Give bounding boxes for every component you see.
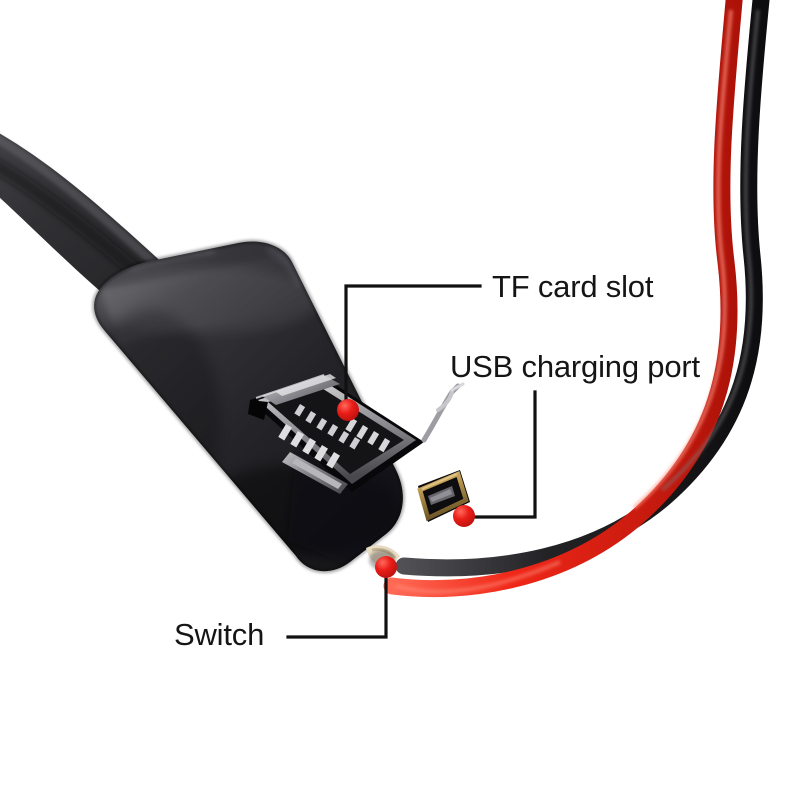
marker-tf-card-slot bbox=[337, 399, 359, 421]
leader-usb-charging-port bbox=[468, 390, 537, 519]
callout-label-switch: Switch bbox=[174, 617, 265, 652]
power-wire-pair bbox=[383, 0, 770, 598]
marker-switch bbox=[375, 556, 397, 578]
callout-leader-lines bbox=[286, 284, 537, 639]
leader-switch bbox=[286, 570, 388, 639]
marker-usb-charging-port bbox=[453, 505, 475, 527]
antenna-wire-stub bbox=[421, 382, 465, 443]
callout-label-usb-charging-port: USB charging port bbox=[450, 349, 700, 384]
callout-markers bbox=[337, 399, 475, 578]
micro-usb-charging-port bbox=[417, 470, 470, 522]
callout-label-tf-card-slot: TF card slot bbox=[492, 269, 654, 304]
leader-tf-card-slot bbox=[344, 284, 482, 410]
tf-card-slot bbox=[248, 374, 424, 494]
